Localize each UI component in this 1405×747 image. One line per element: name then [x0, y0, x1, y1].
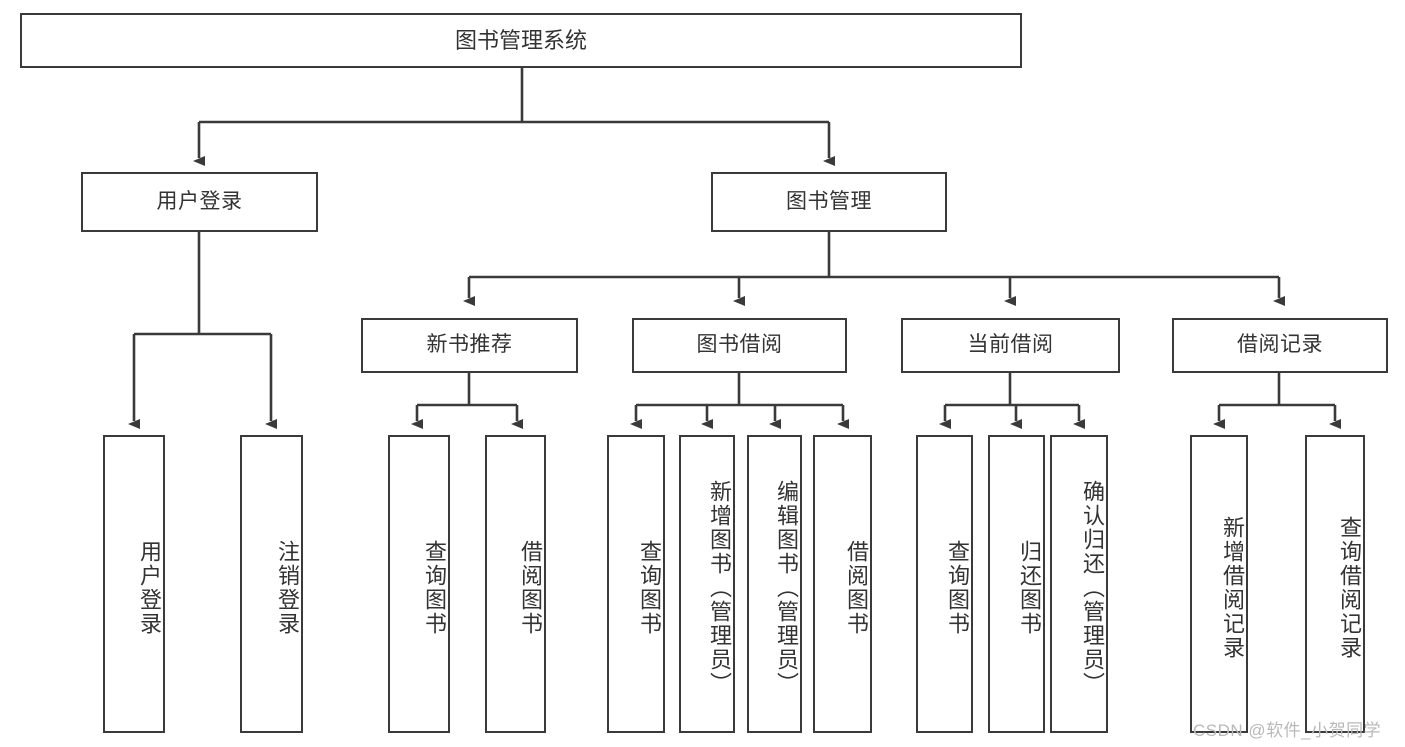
- node-label: 归还图书: [1017, 540, 1042, 636]
- node-new-book-recommend[interactable]: 新书推荐: [361, 318, 578, 373]
- node-label: 注销登录: [275, 540, 300, 636]
- node-label: 查询借阅记录: [1337, 516, 1362, 660]
- node-label: 新书推荐: [426, 333, 513, 357]
- node-book-management[interactable]: 图书管理: [711, 172, 947, 232]
- leaf-logout-login[interactable]: 注销登录: [240, 435, 303, 733]
- node-label: 查询图书: [422, 540, 447, 636]
- node-label: 图书借阅: [696, 333, 783, 357]
- node-current-borrow[interactable]: 当前借阅: [901, 318, 1120, 373]
- node-label: 借阅图书: [844, 540, 869, 636]
- node-borrow-record[interactable]: 借阅记录: [1172, 318, 1388, 373]
- leaf-confirm-return[interactable]: 确认归还（管理员）: [1050, 435, 1108, 733]
- leaf-query-book-current[interactable]: 查询图书: [916, 435, 973, 733]
- leaf-add-borrow-record[interactable]: 新增借阅记录: [1190, 435, 1248, 733]
- node-label: 图书管理系统: [454, 27, 587, 53]
- leaf-query-book-recommend[interactable]: 查询图书: [388, 435, 450, 733]
- leaf-return-book[interactable]: 归还图书: [988, 435, 1045, 733]
- leaf-query-borrow-record[interactable]: 查询借阅记录: [1305, 435, 1365, 733]
- node-label: 用户登录: [137, 540, 162, 636]
- node-label: 图书管理: [786, 189, 872, 213]
- node-book-borrow[interactable]: 图书借阅: [632, 318, 847, 373]
- node-user-login[interactable]: 用户登录: [81, 172, 318, 232]
- leaf-add-book[interactable]: 新增图书（管理员）: [679, 435, 735, 733]
- leaf-edit-book[interactable]: 编辑图书（管理员）: [747, 435, 802, 733]
- node-root-system[interactable]: 图书管理系统: [20, 13, 1022, 68]
- node-label: 用户登录: [156, 189, 243, 213]
- node-label: 新增图书（管理员）: [707, 480, 732, 696]
- leaf-user-login[interactable]: 用户登录: [103, 435, 165, 733]
- leaf-borrow-book[interactable]: 借阅图书: [813, 435, 872, 733]
- node-label: 当前借阅: [967, 333, 1054, 357]
- node-label: 编辑图书（管理员）: [774, 480, 799, 696]
- node-label: 查询图书: [637, 540, 662, 636]
- node-label: 借阅图书: [518, 540, 543, 636]
- leaf-borrow-book-recommend[interactable]: 借阅图书: [485, 435, 546, 733]
- node-label: 确认归还（管理员）: [1080, 480, 1105, 696]
- node-label: 新增借阅记录: [1220, 516, 1245, 660]
- leaf-query-book-borrow[interactable]: 查询图书: [607, 435, 665, 733]
- node-label: 借阅记录: [1237, 333, 1323, 357]
- csdn-watermark: CSDN @软件_小贺同学: [1193, 721, 1382, 740]
- node-label: 查询图书: [945, 540, 970, 636]
